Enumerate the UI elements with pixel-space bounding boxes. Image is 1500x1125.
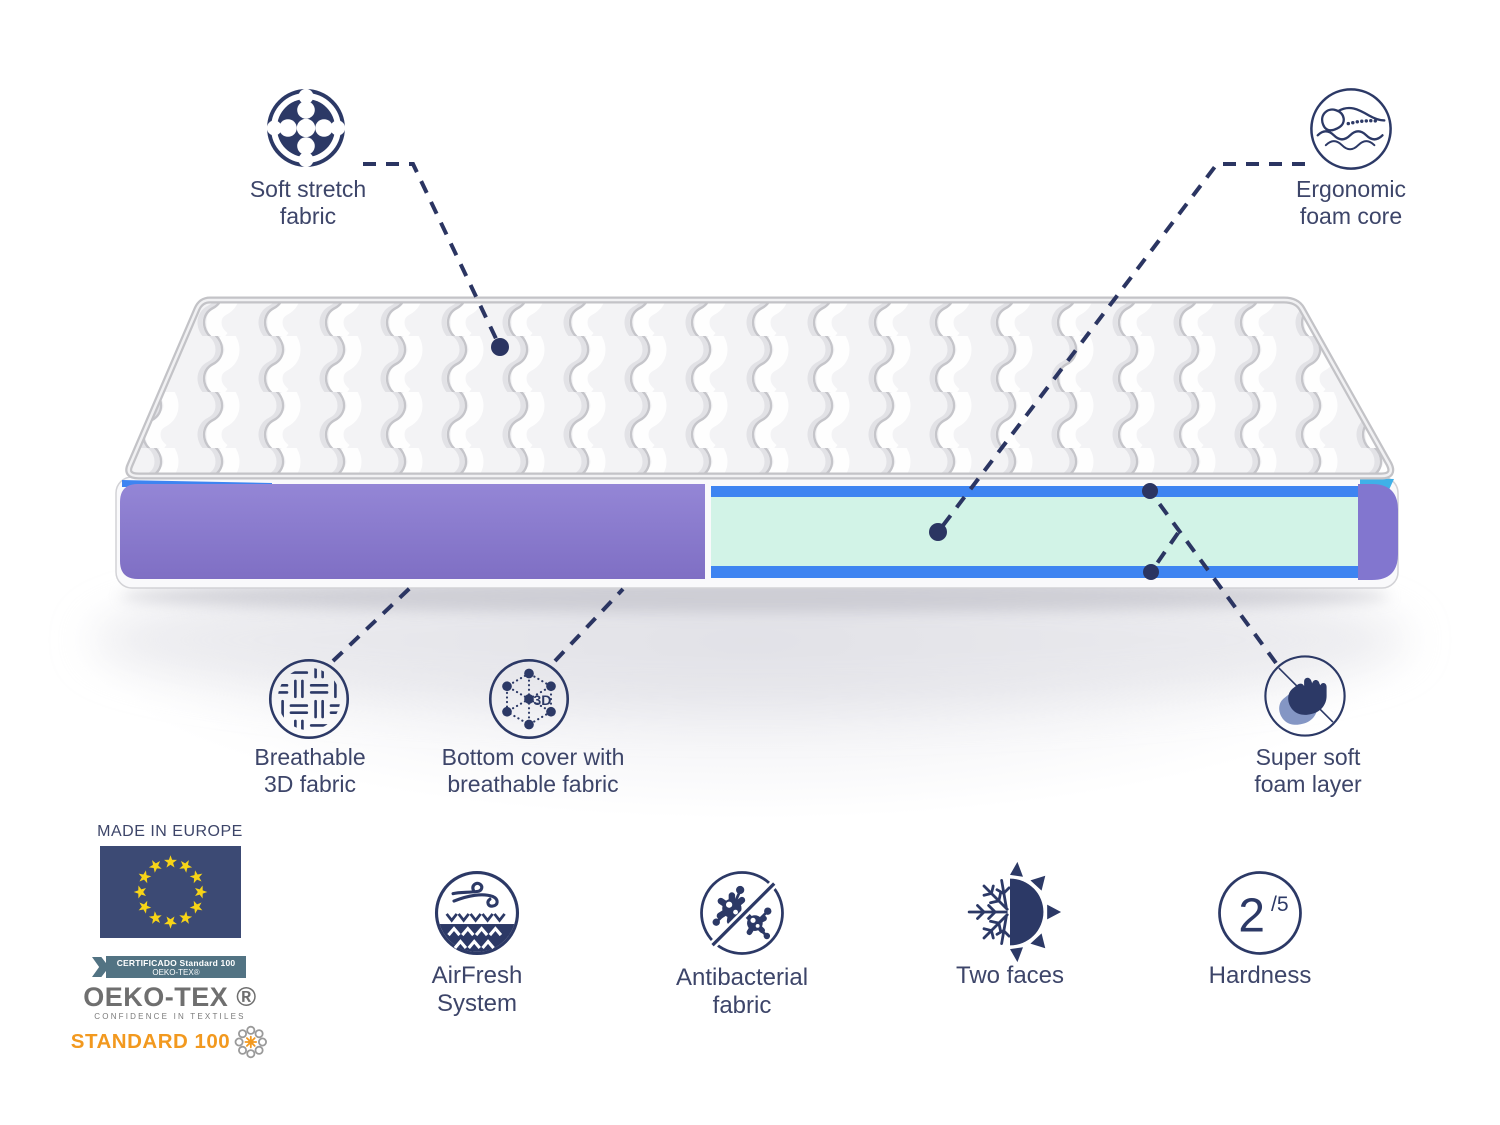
certification-ribbon: CERTIFICADO Standard 100 OEKO-TEX® (106, 956, 246, 978)
airfresh-system-icon (434, 870, 520, 956)
callout-dot-super-soft-bottom (1143, 564, 1159, 580)
callout-line-breathable (331, 586, 412, 663)
ribbon-chevron (92, 957, 109, 977)
antibacterial-fabric-icon (700, 871, 785, 956)
icon-3d-text: 3D (533, 692, 551, 708)
two-faces-label: Two faces (955, 962, 1065, 989)
hardness-icon: 2 /5 (1218, 871, 1302, 955)
bottom-cover-label: Bottom cover with breathable fabric (441, 744, 625, 797)
bottom-cover-3d-icon: 3D (488, 658, 570, 740)
oeko-tex-subtitle: CONFIDENCE IN TEXTILES (94, 1012, 246, 1021)
quilted-top-surface (125, 296, 1395, 480)
callout-line-super-soft-branch (1149, 531, 1180, 574)
hardness-label: Hardness (1208, 962, 1312, 989)
purple-side-cover (120, 484, 705, 579)
quilted-top-piping-highlight (127, 298, 1392, 478)
soft-stretch-label: Soft stretch fabric (249, 176, 367, 229)
callout-line-ergonomic (936, 162, 1305, 534)
super-soft-foam-icon (1264, 655, 1346, 737)
bottom-soft-foam-layer (711, 566, 1358, 578)
ergonomic-foam-core-layer (711, 497, 1358, 566)
callout-dot-ergonomic (929, 523, 947, 541)
callout-line-super-soft (1148, 489, 1278, 665)
ribbon-text-2: OEKO-TEX® (152, 967, 200, 977)
eu-flag (100, 846, 241, 938)
top-soft-foam-layer (711, 486, 1358, 497)
soft-stretch-fabric-icon (266, 88, 346, 168)
callout-line-bottom-cover (553, 587, 625, 663)
breathable-3d-fabric-icon (268, 658, 350, 740)
made-in-europe-label: MADE IN EUROPE (97, 823, 243, 840)
callout-dot-super-soft-top (1142, 483, 1158, 499)
super-soft-label: Super soft foam layer (1254, 744, 1362, 797)
ribbon-text-1: CERTIFICADO Standard 100 (116, 957, 236, 968)
callout-line-soft-stretch (363, 162, 502, 348)
oeko-tex-standard: STANDARD 100 (70, 1030, 231, 1053)
antibacterial-label: Antibacterial fabric (675, 964, 809, 1019)
oeko-tex-flower-icon (235, 1025, 268, 1059)
two-faces-icon (967, 861, 1062, 963)
ergonomic-label: Ergonomic foam core (1296, 176, 1406, 229)
hardness-scale: /5 (1271, 893, 1289, 916)
airfresh-label: AirFresh System (431, 962, 523, 1017)
callout-dot-soft-stretch (491, 338, 509, 356)
ergonomic-foam-core-icon (1310, 88, 1392, 170)
purple-end-cap (1358, 484, 1398, 580)
hardness-value: 2 (1238, 889, 1265, 942)
oeko-tex-brand: OEKO-TEX ® (83, 982, 257, 1012)
breathable-label: Breathable 3D fabric (254, 744, 366, 797)
oeko-tex-logo: OEKO-TEX ® CONFIDENCE IN TEXTILES STANDA… (71, 983, 269, 1060)
